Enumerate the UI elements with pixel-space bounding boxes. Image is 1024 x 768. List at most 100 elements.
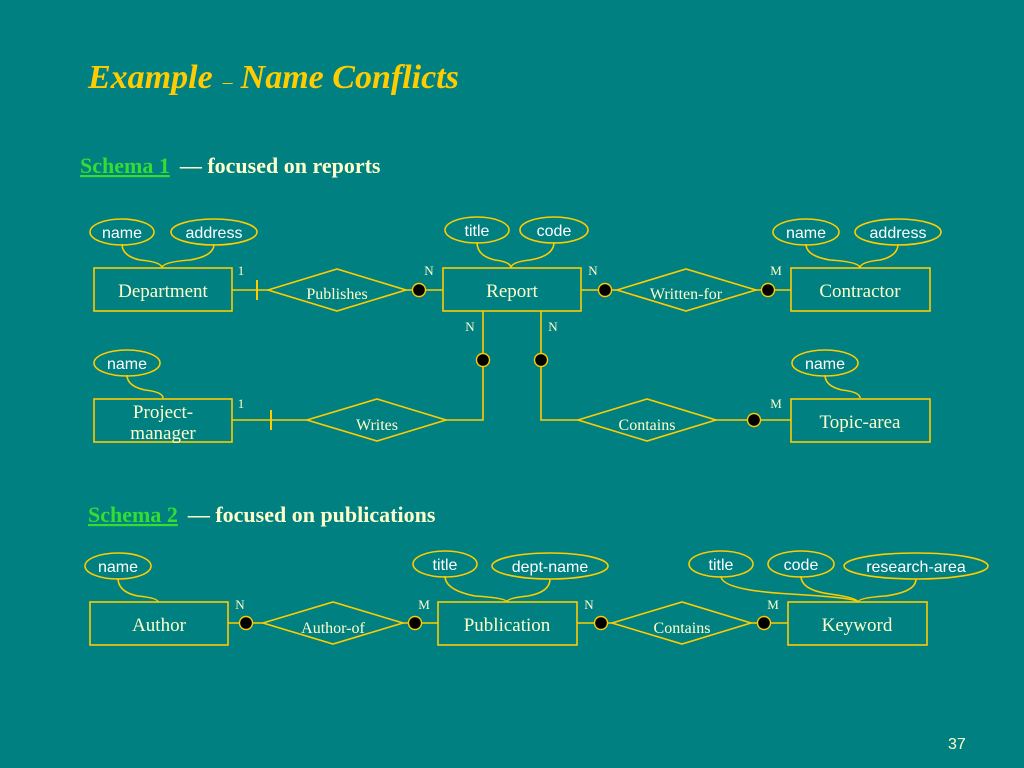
schema2-link[interactable]: Schema 2 (88, 502, 178, 527)
attr-link-topic-name (824, 374, 861, 399)
attr-topic-name: name (791, 349, 859, 377)
card-authorof-pub: M (418, 597, 430, 612)
dot-authorof-publication (407, 615, 423, 631)
svg-text:address: address (186, 225, 243, 242)
entity-report: Report (442, 267, 582, 312)
slide-title: Example – Name Conflicts (87, 59, 459, 96)
dot-report-writes (475, 352, 491, 368)
attr-link-contractor-name (805, 243, 861, 269)
card-contains-topic: M (770, 396, 782, 411)
line-report-contains (540, 311, 578, 421)
dot-contains-topic (746, 412, 762, 428)
rel-written-for: Written-for (614, 268, 759, 312)
attr-link-report-title (476, 241, 512, 269)
entity-author: Author (89, 601, 229, 646)
attr-report-code: code (519, 216, 589, 244)
svg-text:Report: Report (486, 281, 538, 302)
dot-author-authorof (238, 615, 254, 631)
card-authorof-author: N (235, 597, 245, 612)
attr-dept-name: name (89, 218, 155, 246)
schema1-link[interactable]: Schema 1 (80, 153, 170, 178)
svg-text:Department: Department (118, 281, 208, 302)
attr-link-pub-deptname (506, 578, 551, 603)
attr-link-dept-name (121, 243, 163, 269)
line-report-writes (446, 311, 484, 421)
svg-text:code: code (537, 223, 572, 240)
svg-text:Publication: Publication (464, 615, 551, 636)
entity-keyword: Keyword (787, 601, 928, 646)
svg-text:Writes: Writes (356, 417, 398, 434)
attr-dept-address: address (170, 218, 258, 246)
card-writes-pm: 1 (238, 396, 245, 411)
attr-contractor-address: address (854, 218, 942, 246)
entity-publication: Publication (437, 601, 578, 646)
svg-text:Contractor: Contractor (819, 281, 901, 302)
rel-author-of: Author-of (260, 601, 406, 645)
entity-contractor: Contractor (790, 267, 931, 312)
svg-text:Project-: Project- (133, 402, 193, 423)
attr-link-author-name (117, 577, 159, 603)
svg-text:code: code (784, 557, 819, 574)
attr-kw-code: code (767, 550, 835, 578)
entity-project-manager: Project- manager (93, 398, 233, 444)
svg-text:name: name (102, 225, 142, 242)
svg-text:Contains: Contains (619, 417, 676, 434)
rel-writes: Writes (304, 398, 449, 442)
dot-writtenfor-contractor (760, 282, 776, 298)
entity-topic-area: Topic-area (790, 398, 931, 443)
rel-publishes: Publishes (265, 268, 409, 312)
card-publishes-dept: 1 (238, 263, 245, 278)
schema2-heading: Schema 2 — focused on publications (88, 502, 436, 527)
rel-contains-2: Contains (609, 601, 754, 645)
svg-text:Publishes: Publishes (306, 286, 367, 303)
attr-report-title: title (444, 216, 510, 244)
svg-text:Topic-area: Topic-area (820, 412, 902, 433)
page-number: 37 (948, 736, 966, 753)
card-writtenfor-contractor: M (770, 263, 782, 278)
attr-link-kw-title (720, 575, 859, 603)
dot-report-contains (533, 352, 549, 368)
card-contains2-pub: N (584, 597, 594, 612)
svg-text:Keyword: Keyword (822, 615, 893, 636)
dot-report-writtenfor (597, 282, 613, 298)
entity-department: Department (93, 267, 233, 312)
svg-text:Author: Author (132, 615, 187, 636)
attr-link-kw-research-area (857, 578, 917, 603)
dot-publishes-report (411, 282, 427, 298)
card-writes-report: N (465, 319, 475, 334)
rel-contains-1: Contains (575, 398, 719, 442)
card-contains-report: N (548, 319, 558, 334)
attr-pm-name: name (93, 349, 161, 377)
schema1-heading: Schema 1 — focused on reports (80, 153, 381, 178)
svg-text:title: title (465, 223, 490, 240)
svg-text:name: name (98, 559, 138, 576)
attr-author-name: name (84, 552, 152, 580)
attr-link-report-code (510, 241, 555, 269)
attr-link-contractor-address (859, 243, 899, 269)
dot-contains-keyword (756, 615, 772, 631)
card-contains2-kw: M (767, 597, 779, 612)
svg-text:research-area: research-area (866, 559, 966, 576)
attr-kw-title: title (688, 550, 754, 578)
svg-text:name: name (107, 356, 147, 373)
attr-link-dept-address (161, 243, 215, 269)
svg-text:Author-of: Author-of (301, 620, 365, 637)
svg-text:title: title (709, 557, 734, 574)
svg-text:Contains: Contains (654, 620, 711, 637)
svg-text:name: name (805, 356, 845, 373)
attr-pub-dept-name: dept-name (491, 552, 609, 580)
svg-text:name: name (786, 225, 826, 242)
attr-link-pm-name (126, 374, 164, 399)
attr-link-pub-title (444, 575, 508, 603)
svg-text:manager: manager (130, 423, 196, 444)
card-writtenfor-report: N (588, 263, 598, 278)
svg-text:Written-for: Written-for (650, 286, 723, 303)
attr-pub-title: title (412, 550, 478, 578)
svg-text:dept-name: dept-name (512, 559, 589, 576)
svg-text:title: title (433, 557, 458, 574)
dot-publication-contains (593, 615, 609, 631)
card-publishes-report: N (424, 263, 434, 278)
svg-text:address: address (870, 225, 927, 242)
attr-link-kw-code (800, 575, 859, 603)
